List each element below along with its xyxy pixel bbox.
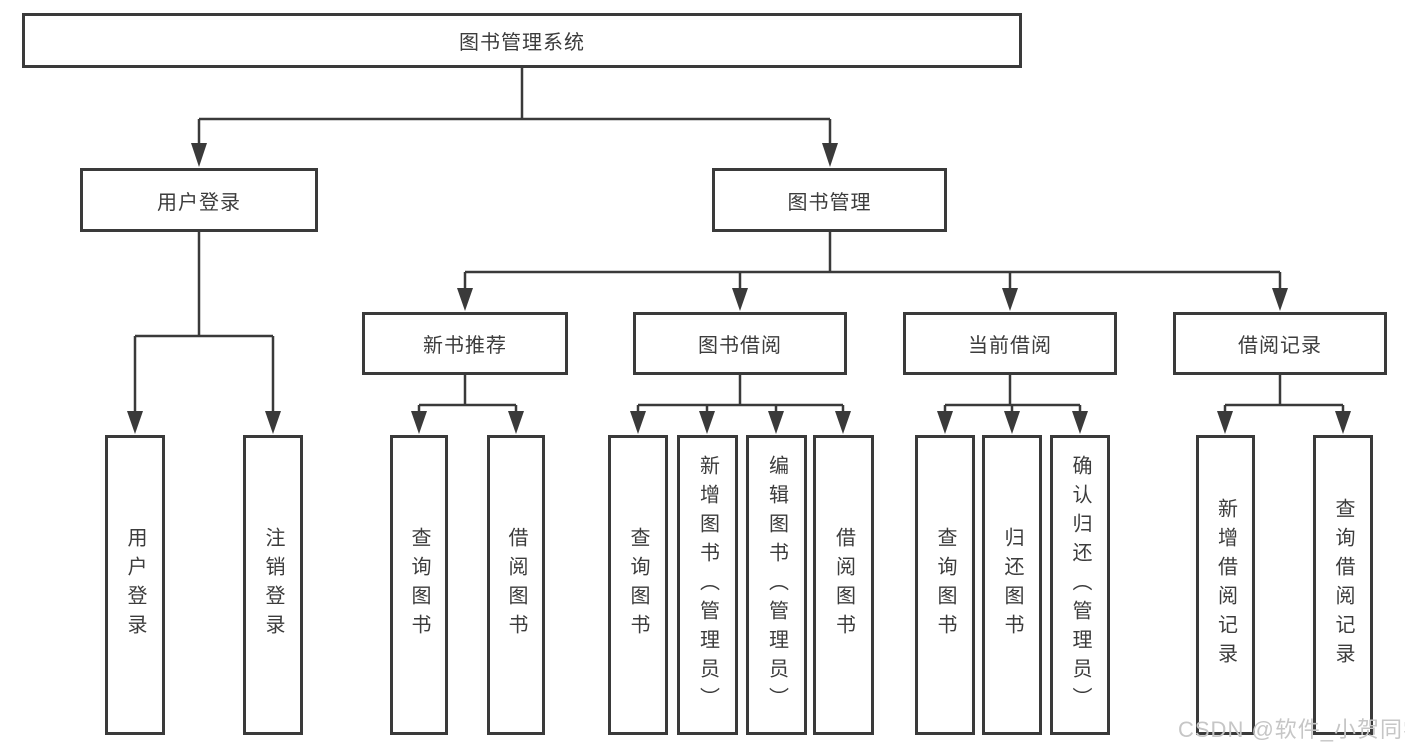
node-current-borrow: 当前借阅 bbox=[903, 312, 1117, 375]
connector-current-to-leaves bbox=[943, 375, 1082, 412]
leaf-logout-label: 注销登录 bbox=[262, 527, 284, 643]
node-book-management-label: 图书管理 bbox=[787, 191, 872, 214]
connector-newbook-to-leaves bbox=[417, 375, 518, 412]
leaf-add-book-admin: 新增图书（管理员） bbox=[677, 435, 738, 735]
leaf-edit-book-admin: 编辑图书（管理员） bbox=[746, 435, 807, 735]
watermark: CSDN @软件_小贺同学 bbox=[1178, 717, 1405, 742]
connector-records-to-leaves bbox=[1223, 375, 1345, 412]
leaf-query-books-current: 查询图书 bbox=[915, 435, 975, 735]
connector-userlogin-to-leaves bbox=[133, 232, 275, 412]
node-current-borrow-label: 当前借阅 bbox=[968, 335, 1052, 357]
arrowheads bbox=[127, 143, 1351, 434]
leaf-confirm-return-admin: 确认归还（管理员） bbox=[1050, 435, 1110, 735]
leaf-query-books-borrow: 查询图书 bbox=[608, 435, 668, 735]
node-root-label: 图书管理系统 bbox=[459, 32, 585, 54]
leaf-return-books-label: 归还图书 bbox=[1001, 527, 1023, 643]
connector-bookmgmt-to-level3 bbox=[463, 232, 1282, 289]
node-book-borrow-label: 图书借阅 bbox=[698, 335, 782, 357]
node-new-book-recommend-label: 新书推荐 bbox=[423, 335, 507, 357]
node-book-management: 图书管理 bbox=[712, 168, 947, 232]
leaf-query-books-current-label: 查询图书 bbox=[934, 527, 956, 643]
leaf-add-borrow-record-label: 新增借阅记录 bbox=[1214, 498, 1237, 672]
leaf-user-login-label: 用户登录 bbox=[124, 527, 146, 643]
leaf-add-borrow-record: 新增借阅记录 bbox=[1196, 435, 1255, 735]
node-book-borrow: 图书借阅 bbox=[633, 312, 847, 375]
leaf-borrow-books-recommend-label: 借阅图书 bbox=[505, 527, 527, 643]
leaf-borrow-books: 借阅图书 bbox=[813, 435, 874, 735]
leaf-borrow-books-recommend: 借阅图书 bbox=[487, 435, 545, 735]
leaf-query-borrow-record: 查询借阅记录 bbox=[1313, 435, 1373, 735]
connector-borrow-to-leaves bbox=[636, 375, 845, 412]
leaf-user-login: 用户登录 bbox=[105, 435, 165, 735]
leaf-query-borrow-record-label: 查询借阅记录 bbox=[1332, 498, 1354, 672]
connector-root-to-level2 bbox=[197, 68, 832, 145]
leaf-confirm-return-admin-label: 确认归还（管理员） bbox=[1069, 454, 1091, 716]
node-borrow-records: 借阅记录 bbox=[1173, 312, 1387, 375]
leaf-return-books: 归还图书 bbox=[982, 435, 1042, 735]
leaf-borrow-books-label: 借阅图书 bbox=[832, 527, 855, 643]
leaf-logout: 注销登录 bbox=[243, 435, 303, 735]
node-root: 图书管理系统 bbox=[22, 13, 1022, 68]
node-borrow-records-label: 借阅记录 bbox=[1238, 335, 1322, 357]
node-user-login: 用户登录 bbox=[80, 168, 318, 232]
leaf-add-book-admin-label: 新增图书（管理员） bbox=[696, 454, 719, 716]
leaf-query-books-recommend: 查询图书 bbox=[390, 435, 448, 735]
leaf-query-books-borrow-label: 查询图书 bbox=[627, 527, 649, 643]
leaf-edit-book-admin-label: 编辑图书（管理员） bbox=[765, 454, 788, 716]
node-new-book-recommend: 新书推荐 bbox=[362, 312, 568, 375]
node-user-login-label: 用户登录 bbox=[157, 191, 241, 214]
leaf-query-books-recommend-label: 查询图书 bbox=[408, 527, 430, 643]
